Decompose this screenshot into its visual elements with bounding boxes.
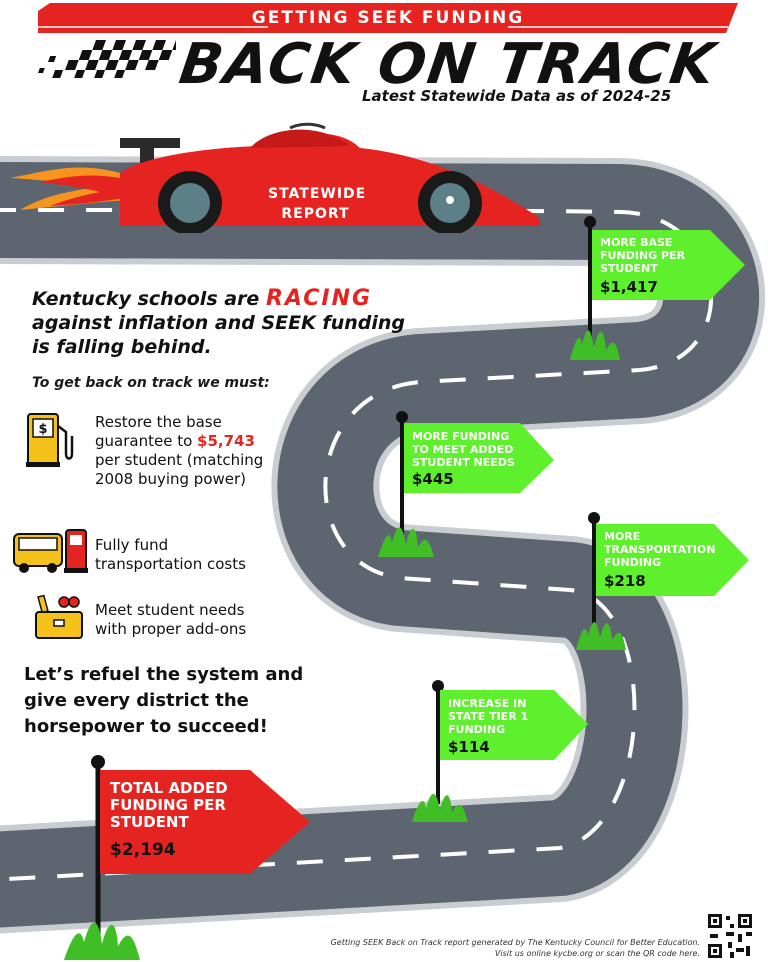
closing-statement: Let’s refuel the system and give every d… — [24, 664, 304, 737]
racing-word: RACING — [265, 286, 373, 311]
footer-credit: Getting SEEK Back on Track report genera… — [330, 938, 700, 958]
action-heading: To get back on track we must: — [32, 375, 270, 391]
base-guarantee-amount: $5,743 — [197, 432, 255, 450]
action-restore-base: Restore the base guarantee to $5,743 per… — [95, 413, 264, 488]
top-banner: GETTING SEEK FUNDING — [38, 3, 738, 33]
subtitle: Latest Statewide Data as of 2024-25 — [362, 87, 672, 105]
flag-amount-tier1: $114 — [448, 738, 490, 756]
flag-tier1 — [412, 680, 588, 822]
flag-amount-base: $1,417 — [600, 278, 658, 296]
flag-transportation — [576, 512, 749, 650]
checkered-pattern — [37, 40, 176, 78]
svg-text:$: $ — [38, 422, 47, 437]
qr-code-icon[interactable] — [706, 912, 754, 960]
banner-title: GETTING SEEK FUNDING — [251, 8, 525, 28]
action-add-ons: Meet student needs with proper add-ons — [95, 601, 247, 638]
fuel-pump-icon: $ — [26, 413, 74, 467]
flame-icon — [10, 167, 125, 210]
car-label: STATEWIDE REPORT — [268, 186, 367, 222]
flag-total — [64, 755, 310, 960]
toolbox-icon — [35, 594, 83, 639]
flag-label-total: TOTAL ADDED FUNDING PER STUDENT — [110, 779, 228, 831]
flag-base-funding — [570, 216, 745, 360]
action-transportation: Fully fund transportation costs — [95, 536, 246, 573]
school-bus-icon — [13, 529, 88, 573]
flag-label-tier1: INCREASE IN STATE TIER 1 FUNDING — [448, 697, 529, 736]
flag-amount-total: $2,194 — [110, 840, 176, 860]
intro-text: Kentucky schools are RACING against infl… — [32, 286, 405, 359]
flag-label-base: MORE BASE FUNDING PER STUDENT — [600, 236, 685, 275]
flag-amount-transportation: $218 — [604, 572, 646, 590]
race-car-illustration — [10, 122, 540, 233]
flag-label-needs: MORE FUNDING TO MEET ADDED STUDENT NEEDS — [412, 430, 515, 469]
flag-label-transportation: MORE TRANSPORTATION FUNDING — [604, 530, 716, 569]
flag-amount-needs: $445 — [412, 470, 454, 488]
flag-student-needs — [378, 411, 554, 557]
